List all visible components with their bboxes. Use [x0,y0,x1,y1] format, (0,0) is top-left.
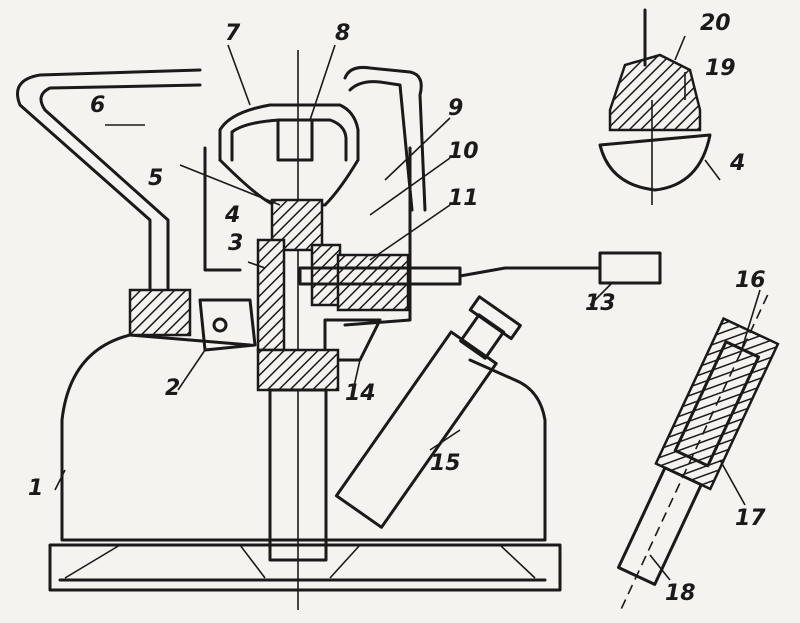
label-19: 19 [705,56,736,81]
label-4-nozzle: 4 [224,203,240,228]
label-7: 7 [225,21,241,46]
label-5: 5 [148,166,163,191]
label-18: 18 [665,581,696,606]
tank-body [60,333,547,542]
label-15: 15 [430,451,461,476]
tank-base [48,543,562,592]
label-3: 3 [228,231,243,256]
pot-support [16,68,202,292]
label-17: 17 [735,506,766,531]
label-1: 1 [28,476,43,501]
label-10: 10 [448,139,479,164]
label-9: 9 [448,96,463,121]
label-2: 2 [165,376,180,401]
label-8: 8 [335,21,350,46]
label-4-detail: 4 [729,151,745,176]
label-14: 14 [345,381,376,406]
label-20: 20 [700,11,731,36]
label-13: 13 [585,291,616,316]
label-16: 16 [735,268,766,293]
label-11: 11 [448,186,479,211]
label-6: 6 [90,93,105,118]
